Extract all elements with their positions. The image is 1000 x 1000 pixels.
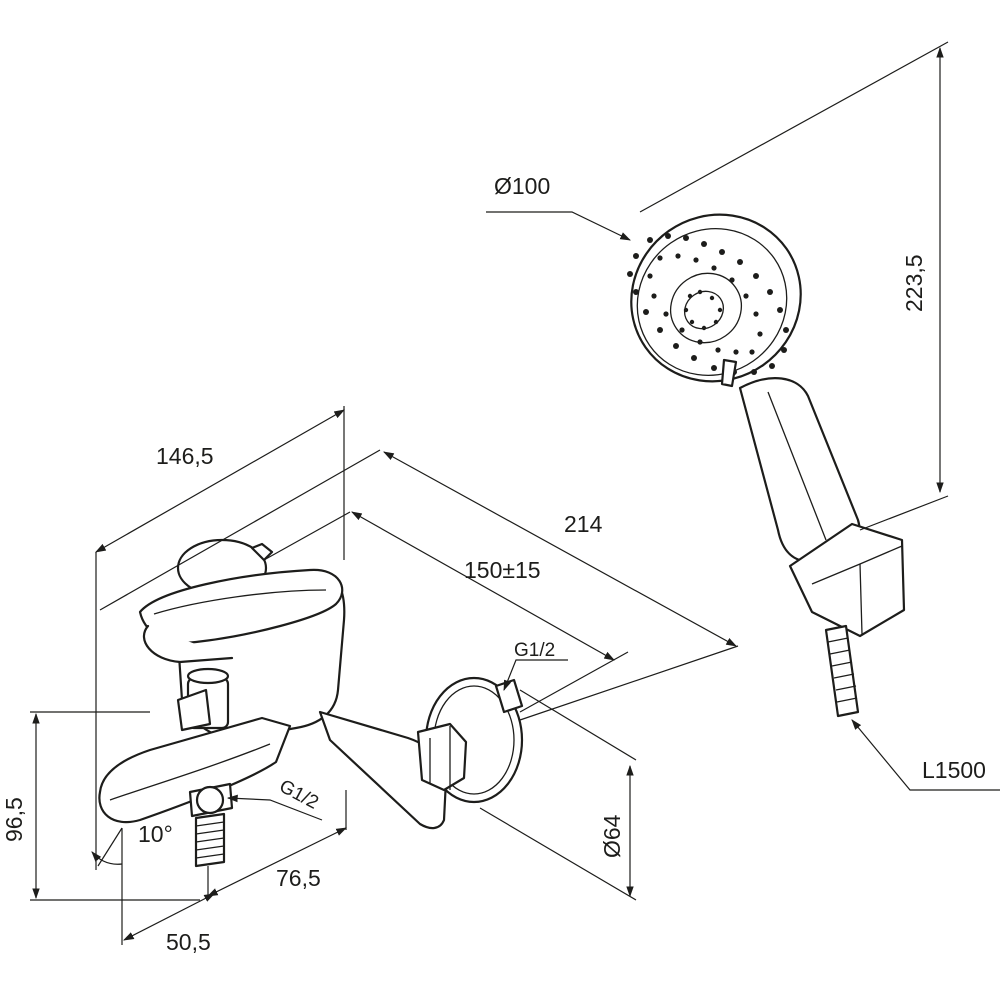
dim-flange-diameter: Ø64 [599,814,625,858]
dim-outlet-offset: 50,5 [166,929,211,955]
hand-shower [627,213,906,718]
outlet-thread [194,812,226,868]
dim-height: 96,5 [1,797,27,842]
dim-body-width: 146,5 [156,443,214,469]
dim-wall-distance: 150±15 [464,557,541,583]
dim-head-diameter: Ø100 [494,173,550,199]
mixer-body [98,538,524,868]
dim-total-length: 214 [564,511,603,537]
dim-head-height: 223,5 [901,254,927,312]
dim-spout-offset: 76,5 [276,865,321,891]
dim-thread-outlet: G1/2 [276,776,322,814]
dimension-lines [30,41,1000,945]
dim-thread-wall: G1/2 [514,640,555,661]
dim-hose-length: L1500 [922,757,986,783]
shower-hose [824,624,860,718]
dim-angle: 10° [138,821,173,847]
